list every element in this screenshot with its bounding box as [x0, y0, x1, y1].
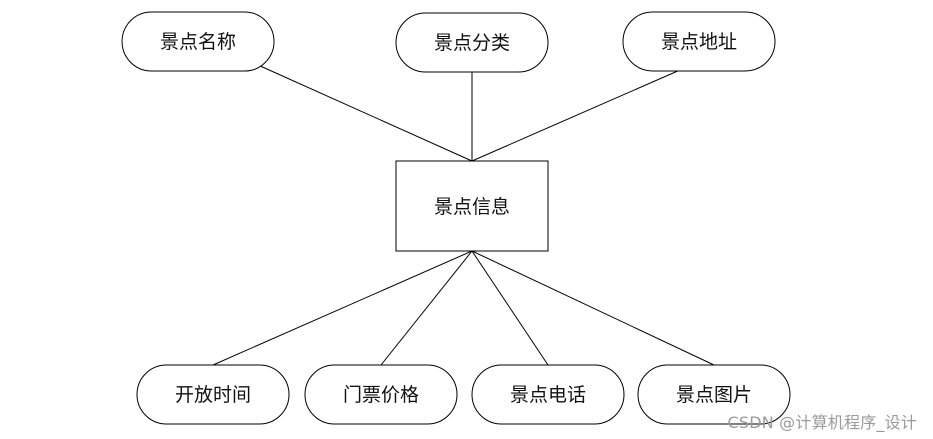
attribute-label: 景点分类 — [434, 32, 510, 54]
entity-box — [395, 160, 549, 252]
attribute-open-time: 开放时间 — [136, 364, 290, 425]
connector-entity-open-time — [212, 250, 473, 366]
attribute-label: 门票价格 — [343, 384, 419, 406]
attribute-pill — [622, 11, 776, 72]
attribute-spot-phone: 景点电话 — [471, 364, 625, 425]
connector-entity-name — [257, 64, 473, 162]
attribute-pill — [121, 11, 275, 72]
attribute-label: 景点名称 — [160, 31, 236, 53]
attribute-label: 景点地址 — [661, 31, 737, 53]
connector-entity-phone — [471, 250, 549, 366]
attribute-label: 景点电话 — [510, 384, 586, 406]
attribute-label: 开放时间 — [175, 384, 251, 406]
connector-entity-picture — [471, 250, 715, 366]
attribute-label: 景点图片 — [676, 384, 752, 406]
attribute-spot-address: 景点地址 — [622, 11, 776, 72]
attribute-ticket-price: 门票价格 — [304, 364, 458, 425]
entity-label: 景点信息 — [434, 196, 510, 218]
attribute-pill — [304, 364, 458, 425]
attribute-pill — [136, 364, 290, 425]
attribute-spot-picture: 景点图片 — [637, 364, 791, 425]
attribute-spot-category: 景点分类 — [395, 12, 549, 73]
entity-spot-info: 景点信息 — [395, 160, 549, 252]
connector-entity-address — [471, 69, 681, 162]
attribute-pill — [471, 364, 625, 425]
watermark-text: CSDN @计算机程序_设计 — [727, 413, 917, 432]
attribute-pill — [395, 12, 549, 73]
attribute-pill — [637, 364, 791, 425]
attribute-spot-name: 景点名称 — [121, 11, 275, 72]
connector-entity-ticket-price — [380, 250, 473, 366]
